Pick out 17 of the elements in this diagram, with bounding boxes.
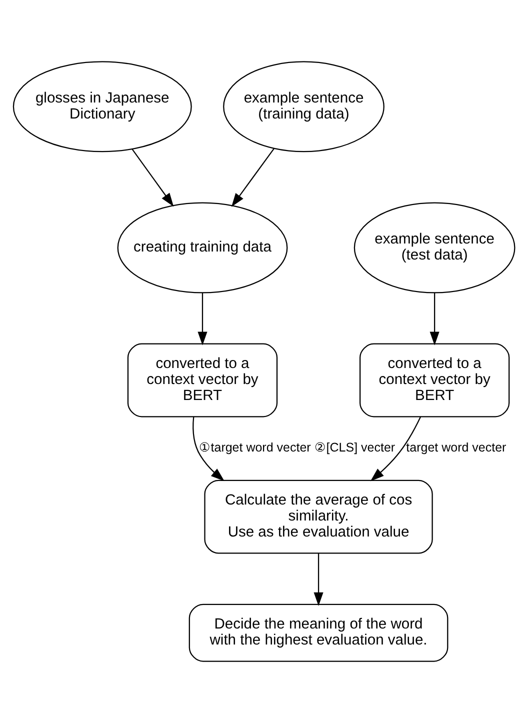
arrow bbox=[230, 148, 274, 207]
node-ellipse: glosses in Japanese Dictionary bbox=[12, 61, 192, 152]
node-ellipse: example sentence (training data) bbox=[222, 61, 384, 152]
edge-label: target word vecter bbox=[406, 440, 506, 455]
node-box: Decide the meaning of the word with the highest evaluation value. bbox=[188, 604, 448, 662]
node-ellipse: example sentence (test data) bbox=[353, 202, 515, 294]
arrow bbox=[370, 416, 421, 482]
node-box: Calculate the average of cos similarity. Use as the evaluation value bbox=[204, 480, 432, 554]
arrow bbox=[197, 292, 207, 346]
arrow bbox=[131, 148, 174, 207]
arrow bbox=[429, 292, 439, 346]
edge-label: ①target word vecter ②[CLS] vecter bbox=[198, 440, 395, 455]
node-box: converted to a context vector by BERT bbox=[126, 343, 278, 418]
node-box: converted to a context vector by BERT bbox=[359, 343, 510, 418]
arrow bbox=[192, 416, 224, 482]
arrow bbox=[313, 553, 323, 606]
node-ellipse: creating training data bbox=[116, 202, 288, 294]
